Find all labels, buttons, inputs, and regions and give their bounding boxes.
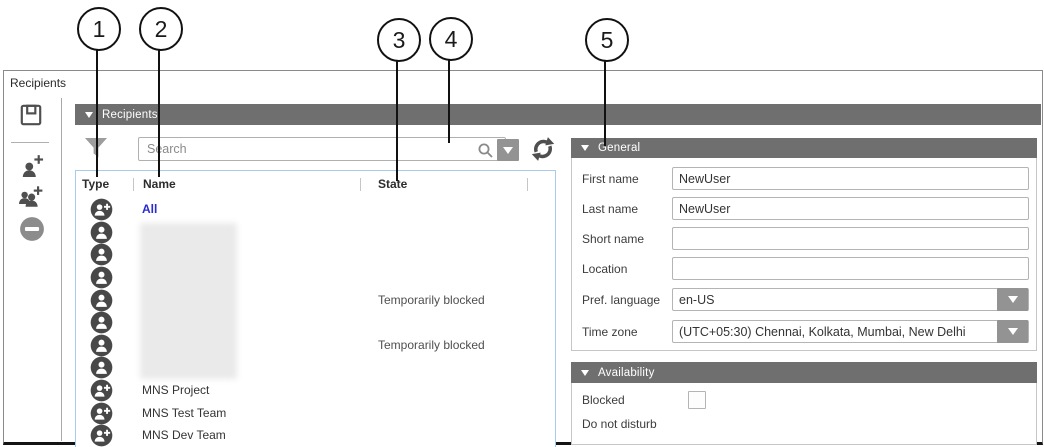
row-name: MNS Dev Team bbox=[142, 428, 226, 442]
location-label: Location bbox=[582, 262, 628, 276]
column-separator bbox=[133, 178, 134, 191]
blocked-label: Blocked bbox=[582, 393, 625, 407]
row-name: MNS Test Team bbox=[142, 406, 227, 420]
column-header-name[interactable]: Name bbox=[143, 177, 176, 191]
short-name-field[interactable] bbox=[672, 227, 1029, 250]
location-field[interactable] bbox=[672, 257, 1029, 280]
refresh-icon bbox=[531, 137, 555, 161]
person-icon bbox=[90, 334, 113, 357]
general-panel-body bbox=[571, 158, 1037, 351]
callout-5-label: 5 bbox=[600, 26, 614, 53]
do-not-disturb-label: Do not disturb bbox=[582, 417, 657, 431]
person-icon bbox=[90, 266, 113, 289]
column-separator bbox=[360, 178, 361, 191]
pref-language-dropdown-button[interactable] bbox=[997, 288, 1028, 311]
table-row[interactable]: MNS Dev Team bbox=[76, 424, 553, 447]
callout-3-label: 3 bbox=[392, 26, 406, 53]
first-name-label: First name bbox=[582, 172, 639, 186]
group-icon bbox=[90, 198, 113, 221]
availability-section-label: Availability bbox=[598, 366, 655, 379]
remove-button[interactable] bbox=[18, 215, 46, 243]
search-icon bbox=[477, 142, 494, 164]
callout-line-4 bbox=[448, 56, 450, 143]
chevron-down-icon bbox=[503, 146, 513, 154]
availability-panel-body bbox=[571, 383, 1037, 445]
callout-4-label: 4 bbox=[444, 25, 458, 52]
search-options-dropdown[interactable] bbox=[497, 139, 519, 161]
group-icon bbox=[90, 424, 113, 447]
blocked-checkbox[interactable] bbox=[688, 391, 706, 409]
short-name-label: Short name bbox=[582, 232, 645, 246]
time-zone-select[interactable] bbox=[672, 320, 1029, 343]
table-row[interactable]: Temporarily blocked bbox=[76, 289, 553, 312]
window-title: Recipients bbox=[10, 76, 67, 90]
recipients-section-header[interactable]: Recipients bbox=[75, 104, 1041, 125]
callout-line-3 bbox=[396, 57, 398, 181]
save-button[interactable] bbox=[17, 101, 45, 129]
person-icon bbox=[90, 356, 113, 379]
first-name-field[interactable] bbox=[672, 167, 1029, 190]
callout-line-2 bbox=[158, 46, 160, 177]
recipients-table bbox=[75, 170, 556, 447]
table-row[interactable]: MNS Test Team bbox=[76, 402, 553, 425]
time-zone-label: Time zone bbox=[582, 325, 638, 339]
chevron-down-icon bbox=[1007, 296, 1018, 303]
add-group-button[interactable] bbox=[16, 182, 44, 210]
general-section-header[interactable]: General bbox=[571, 138, 1037, 158]
column-header-state[interactable]: State bbox=[378, 177, 408, 191]
add-recipient-button[interactable] bbox=[18, 152, 46, 180]
person-icon bbox=[90, 311, 113, 334]
person-icon bbox=[90, 221, 113, 244]
row-name[interactable]: All bbox=[142, 202, 158, 216]
toolbar-divider bbox=[61, 98, 62, 441]
callout-5: 5 bbox=[585, 18, 629, 62]
redacted-names-blur bbox=[140, 223, 237, 379]
callout-2: 2 bbox=[139, 7, 183, 51]
table-row-all[interactable]: All bbox=[76, 198, 553, 221]
row-name: MNS Project bbox=[142, 383, 210, 397]
callout-1-label: 1 bbox=[92, 15, 106, 42]
refresh-button[interactable] bbox=[529, 135, 557, 168]
callout-line-5 bbox=[604, 57, 606, 146]
recipients-section-label: Recipients bbox=[102, 108, 158, 121]
minus-circle-icon bbox=[20, 217, 44, 241]
pref-language-select[interactable] bbox=[672, 288, 1029, 311]
column-header-type[interactable]: Type bbox=[82, 177, 110, 191]
add-user-icon bbox=[22, 155, 44, 178]
callout-4: 4 bbox=[429, 17, 473, 61]
callout-line-1 bbox=[96, 46, 98, 177]
save-icon bbox=[20, 104, 42, 126]
add-group-icon bbox=[19, 186, 43, 207]
callout-3: 3 bbox=[377, 18, 421, 62]
group-icon bbox=[90, 379, 113, 402]
callout-1: 1 bbox=[77, 7, 121, 51]
table-row[interactable]: MNS Project bbox=[76, 379, 553, 402]
row-state: Temporarily blocked bbox=[378, 293, 485, 307]
column-separator bbox=[527, 178, 528, 191]
person-icon bbox=[90, 243, 113, 266]
last-name-field[interactable] bbox=[672, 197, 1029, 220]
collapse-arrow-icon bbox=[581, 145, 589, 151]
person-icon bbox=[90, 289, 113, 312]
callout-2-label: 2 bbox=[154, 15, 168, 42]
time-zone-dropdown-button[interactable] bbox=[997, 320, 1028, 343]
collapse-arrow-icon bbox=[85, 111, 93, 118]
general-section-label: General bbox=[598, 142, 641, 154]
collapse-arrow-icon bbox=[581, 369, 589, 376]
table-row[interactable]: Temporarily blocked bbox=[76, 334, 553, 357]
row-state: Temporarily blocked bbox=[378, 338, 485, 352]
availability-section-header[interactable]: Availability bbox=[571, 362, 1037, 383]
last-name-label: Last name bbox=[582, 202, 639, 216]
search-input[interactable] bbox=[138, 137, 506, 161]
chevron-down-icon bbox=[1007, 328, 1018, 335]
toolbar-separator bbox=[11, 142, 49, 143]
pref-language-label: Pref. language bbox=[582, 293, 661, 307]
group-icon bbox=[90, 402, 113, 425]
